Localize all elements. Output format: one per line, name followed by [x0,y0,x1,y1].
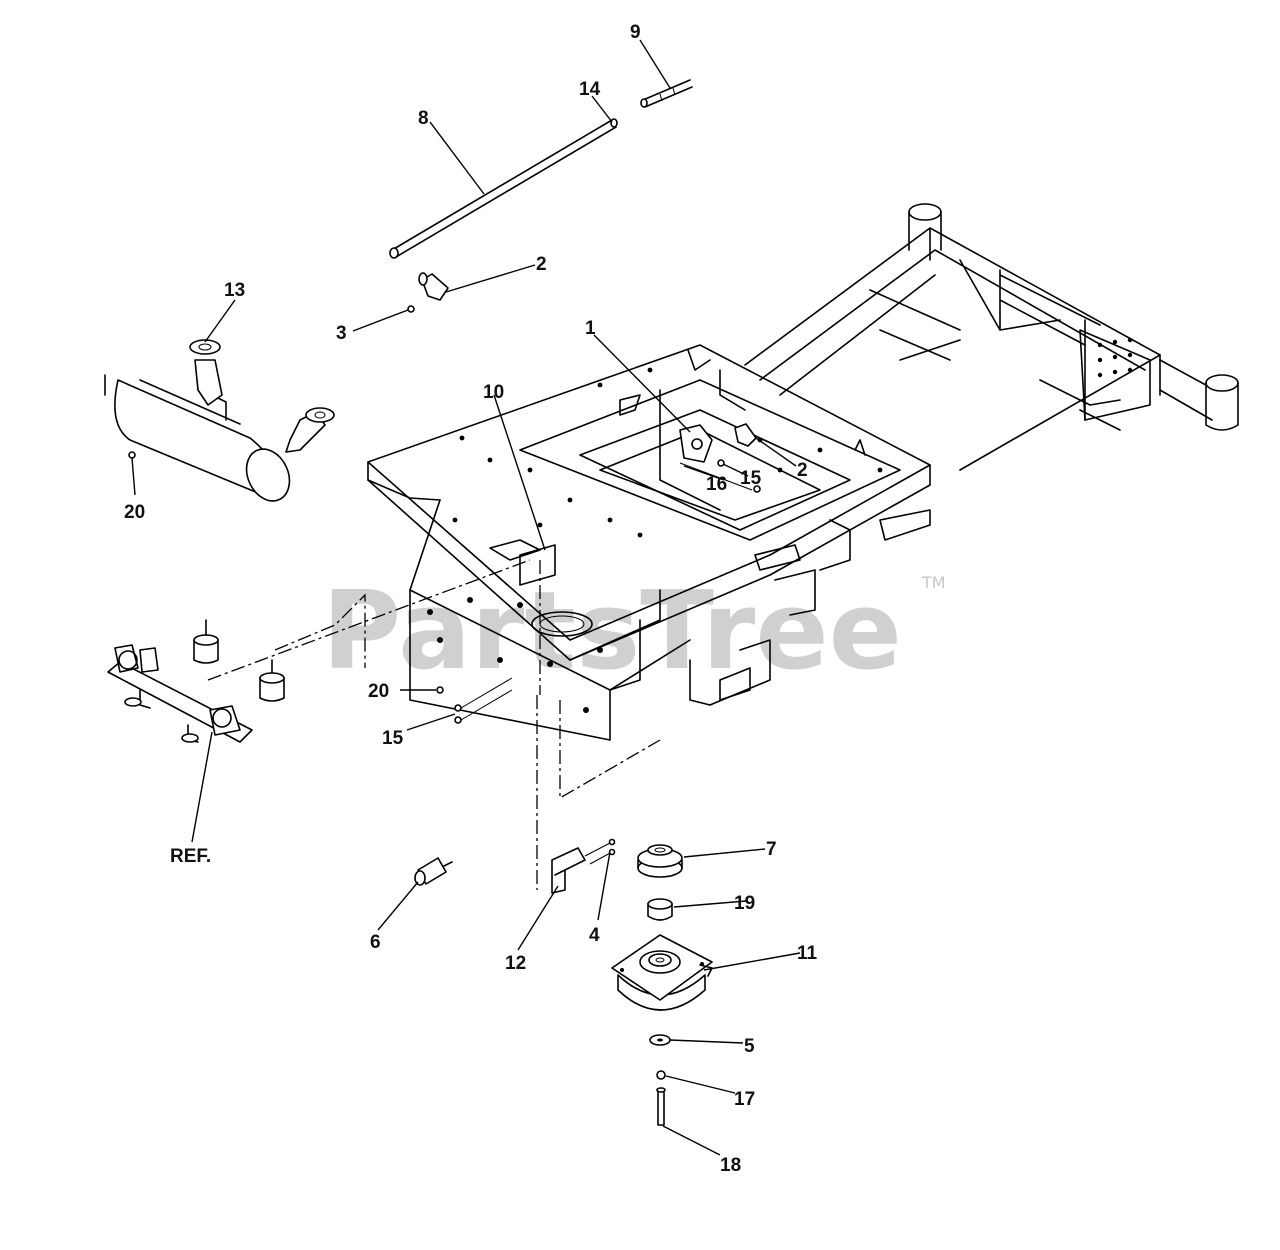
callout-20b: 20 [368,681,389,702]
ref-assembly [107,644,253,743]
callout-2b: 2 [797,460,808,481]
frame-rear-rails [744,203,1239,541]
callout-13: 13 [224,280,245,301]
leader-lines [131,39,801,1156]
bracket-part-1 [679,423,761,493]
callout-16: 16 [706,474,727,495]
callout-8: 8 [418,108,429,129]
callout-1: 1 [585,318,596,339]
callout-6: 6 [370,932,381,953]
bolt-part-18 [656,1087,666,1126]
callout-15a: 15 [740,468,762,489]
pin-part-9 [640,79,693,108]
callout-15b: 15 [382,728,404,749]
callout-12: 12 [505,953,526,974]
watermark-tm: TM [921,573,946,592]
callout-10: 10 [483,382,504,403]
spacer-part-19 [647,898,673,921]
callout-ref: REF. [170,846,211,867]
switch-part-6 [414,857,453,886]
nut-part-20-upper [128,451,136,459]
nut-part-3 [407,305,415,313]
callout-17: 17 [734,1089,755,1110]
clutch-part-11 [611,934,713,1011]
lockwasher-part-17 [656,1070,666,1080]
callout-5: 5 [744,1036,755,1057]
nut-part-20-lower [436,686,444,694]
callout-3: 3 [336,323,347,344]
assembly-lines [207,559,661,890]
callout-19: 19 [734,893,755,914]
isolator-mounts [193,619,285,702]
callout-14: 14 [579,79,601,100]
bolts-part-15 [454,677,513,724]
callout-7: 7 [766,839,777,860]
callout-20a: 20 [124,502,145,523]
callout-9: 9 [630,22,641,43]
pulley-part-7 [637,844,683,878]
callout-11: 11 [797,943,818,964]
bushing-part-2 [418,272,449,301]
washer-part-5 [649,1034,671,1046]
callout-4: 4 [589,925,600,946]
rod-part-8 [389,118,618,259]
muffler-part-13 [104,339,335,502]
bracket-part-12 [551,838,616,894]
callout-2a: 2 [536,254,547,275]
callout-18: 18 [720,1155,741,1176]
main-frame [367,344,931,741]
watermark-text: PartsTree [322,569,902,694]
